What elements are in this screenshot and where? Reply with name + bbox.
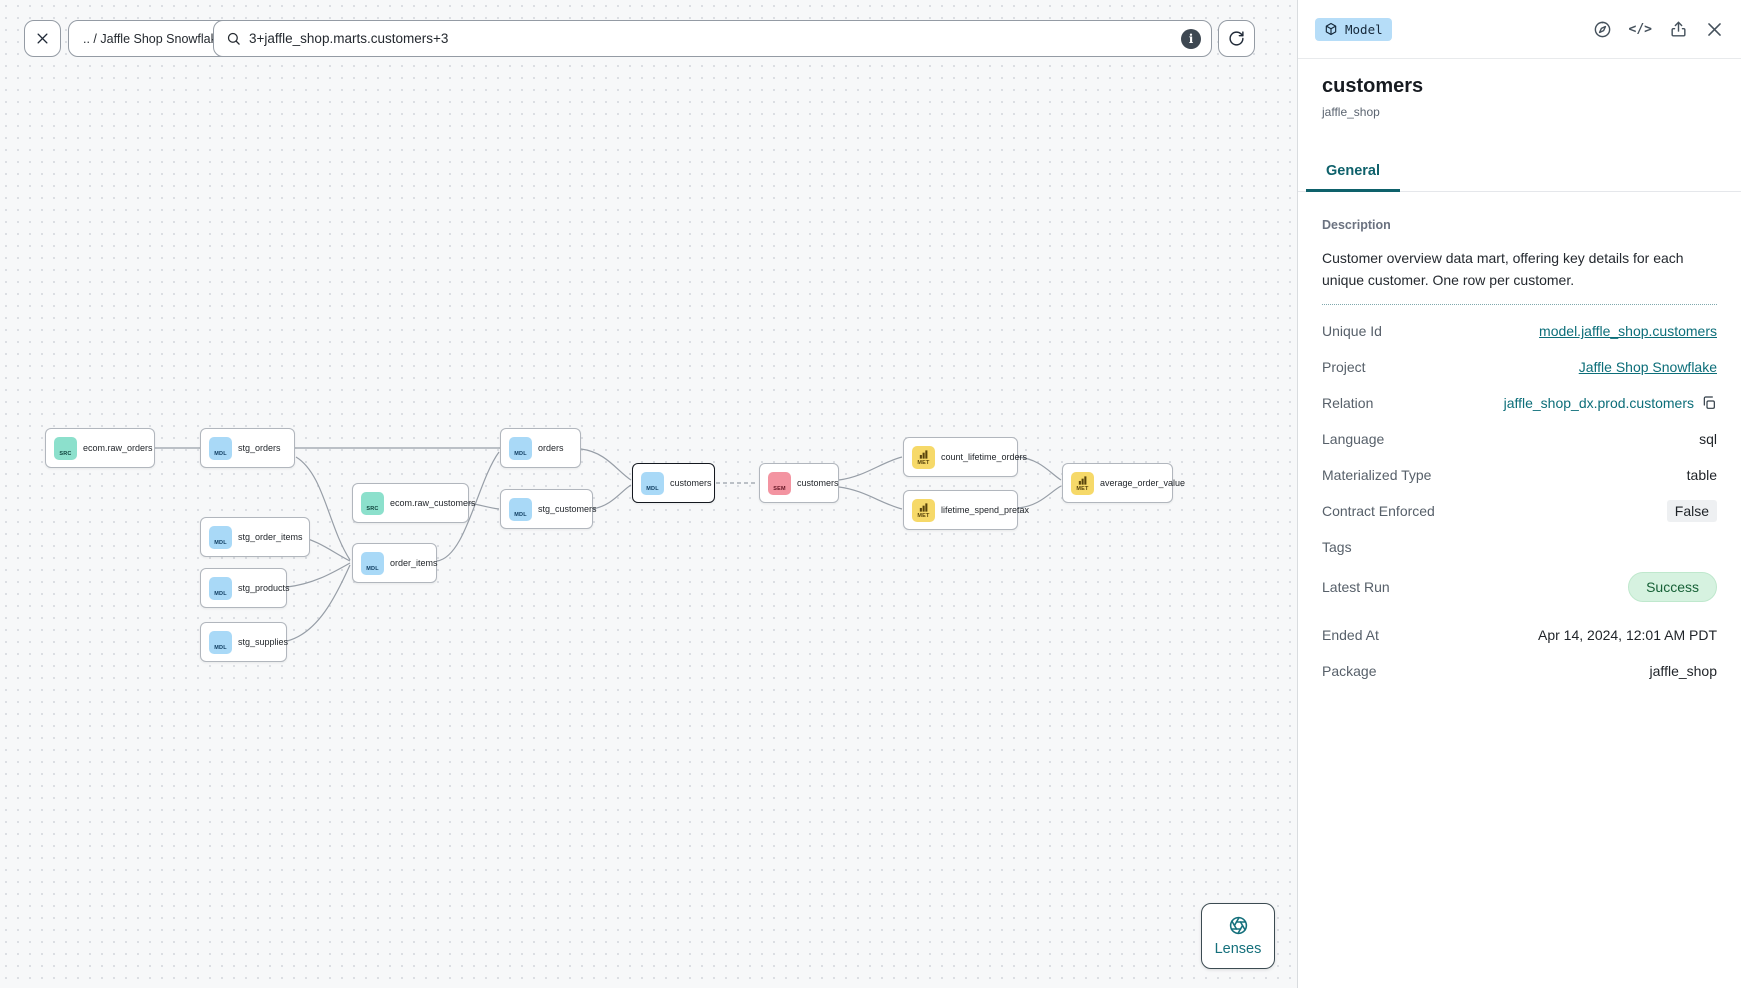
node-customers-model[interactable]: MDL customers [632, 463, 715, 503]
node-order-items[interactable]: MDL order_items [352, 543, 438, 583]
search-input[interactable] [249, 31, 1173, 46]
node-orders[interactable]: MDL orders [500, 428, 581, 468]
node-ecom-raw-orders[interactable]: SRC ecom.raw_orders [45, 428, 155, 468]
field-row-package: Package jaffle_shop [1322, 663, 1717, 680]
node-ecom-raw-customers[interactable]: SRC ecom.raw_customers [352, 483, 476, 523]
tab-general[interactable]: General [1306, 155, 1400, 192]
node-stg-supplies[interactable]: MDL stg_supplies [200, 622, 288, 662]
package-subtitle: jaffle_shop [1322, 105, 1380, 119]
materialized-type-value: table [1686, 467, 1717, 484]
description-label: Description [1322, 218, 1391, 232]
unique-id-link[interactable]: model.jaffle_shop.customers [1539, 323, 1717, 340]
export-icon [1669, 20, 1688, 39]
project-link[interactable]: Jaffle Shop Snowflake [1578, 359, 1717, 376]
close-icon [35, 31, 50, 46]
field-row-ended-at: Ended At Apr 14, 2024, 12:01 AM PDT [1322, 627, 1717, 644]
field-row-latest-run: Latest Run Success [1322, 565, 1717, 609]
model-icon: MDL [209, 630, 232, 654]
description-text: Customer overview data mart, offering ke… [1322, 250, 1684, 289]
page-title: customers [1322, 75, 1424, 97]
metric-icon: MET [912, 445, 935, 469]
compass-icon [1593, 20, 1612, 39]
field-row-language: Language sql [1322, 431, 1717, 448]
relation-value: jaffle_shop_dx.prod.customers [1503, 395, 1694, 412]
lenses-label: Lenses [1214, 941, 1262, 957]
lenses-button[interactable]: Lenses [1201, 903, 1275, 969]
breadcrumb[interactable]: .. / Jaffle Shop Snowflake [68, 20, 239, 57]
field-row-relation: Relation jaffle_shop_dx.prod.customers [1322, 385, 1717, 421]
lineage-search: i [213, 20, 1212, 57]
model-icon: MDL [509, 497, 532, 521]
details-panel: Model </> customers jaffle_shop General … [1297, 0, 1741, 988]
explore-button[interactable] [1593, 20, 1612, 39]
source-icon: SRC [361, 491, 384, 515]
refresh-button[interactable] [1218, 20, 1255, 57]
field-row-materialized-type: Materialized Type table [1322, 467, 1717, 484]
node-stg-orders[interactable]: MDL stg_orders [200, 428, 295, 468]
share-button[interactable] [1669, 20, 1688, 39]
lineage-edges [155, 447, 1062, 642]
node-stg-order-items[interactable]: MDL stg_order_items [200, 517, 310, 557]
model-icon: MDL [209, 576, 232, 600]
tab-bar: General [1298, 155, 1741, 192]
node-stg-products[interactable]: MDL stg_products [200, 568, 290, 608]
cube-icon [1324, 22, 1338, 36]
copy-icon [1701, 395, 1717, 411]
model-icon: MDL [509, 436, 532, 460]
close-lineage-button[interactable] [24, 20, 61, 57]
lineage-canvas[interactable]: .. / Jaffle Shop Snowflake i SRC ecom.ra… [0, 0, 1297, 988]
package-value: jaffle_shop [1649, 663, 1717, 680]
node-count-lifetime-orders[interactable]: MET count_lifetime_orders [903, 437, 1027, 477]
close-icon [1705, 20, 1724, 39]
panel-header: Model </> [1298, 0, 1741, 59]
source-icon: SRC [54, 436, 77, 460]
refresh-icon [1228, 30, 1245, 47]
divider [1322, 304, 1717, 306]
model-icon: MDL [209, 525, 232, 549]
model-icon: MDL [641, 471, 664, 495]
node-average-order-value[interactable]: MET average_order_value [1062, 463, 1185, 503]
node-lifetime-spend-pretax[interactable]: MET lifetime_spend_pretax [903, 490, 1029, 530]
resource-type-badge: Model [1315, 17, 1392, 41]
node-stg-customers[interactable]: MDL stg_customers [500, 489, 597, 529]
breadcrumb-label: .. / Jaffle Shop Snowflake [83, 31, 224, 46]
code-icon: </> [1628, 21, 1652, 37]
metric-icon: MET [912, 498, 935, 522]
field-row-project: Project Jaffle Shop Snowflake [1322, 359, 1717, 376]
field-row-contract-enforced: Contract Enforced False [1322, 493, 1717, 529]
contract-enforced-badge: False [1666, 500, 1717, 523]
model-icon: MDL [209, 436, 232, 460]
search-icon [226, 31, 241, 46]
language-value: sql [1699, 431, 1717, 448]
field-row-tags: Tags [1322, 539, 1352, 556]
metric-icon: MET [1071, 471, 1094, 495]
ended-at-value: Apr 14, 2024, 12:01 AM PDT [1538, 627, 1717, 644]
status-badge: Success [1628, 572, 1717, 603]
view-code-button[interactable]: </> [1629, 22, 1652, 37]
copy-button[interactable] [1701, 395, 1717, 411]
model-icon: MDL [361, 551, 384, 575]
close-panel-button[interactable] [1705, 20, 1724, 39]
aperture-icon [1228, 915, 1249, 936]
node-customers-semantic[interactable]: SEM customers [759, 463, 839, 503]
semantic-model-icon: SEM [768, 471, 791, 495]
field-row-unique-id: Unique Id model.jaffle_shop.customers [1322, 323, 1717, 340]
info-icon[interactable]: i [1181, 28, 1201, 49]
